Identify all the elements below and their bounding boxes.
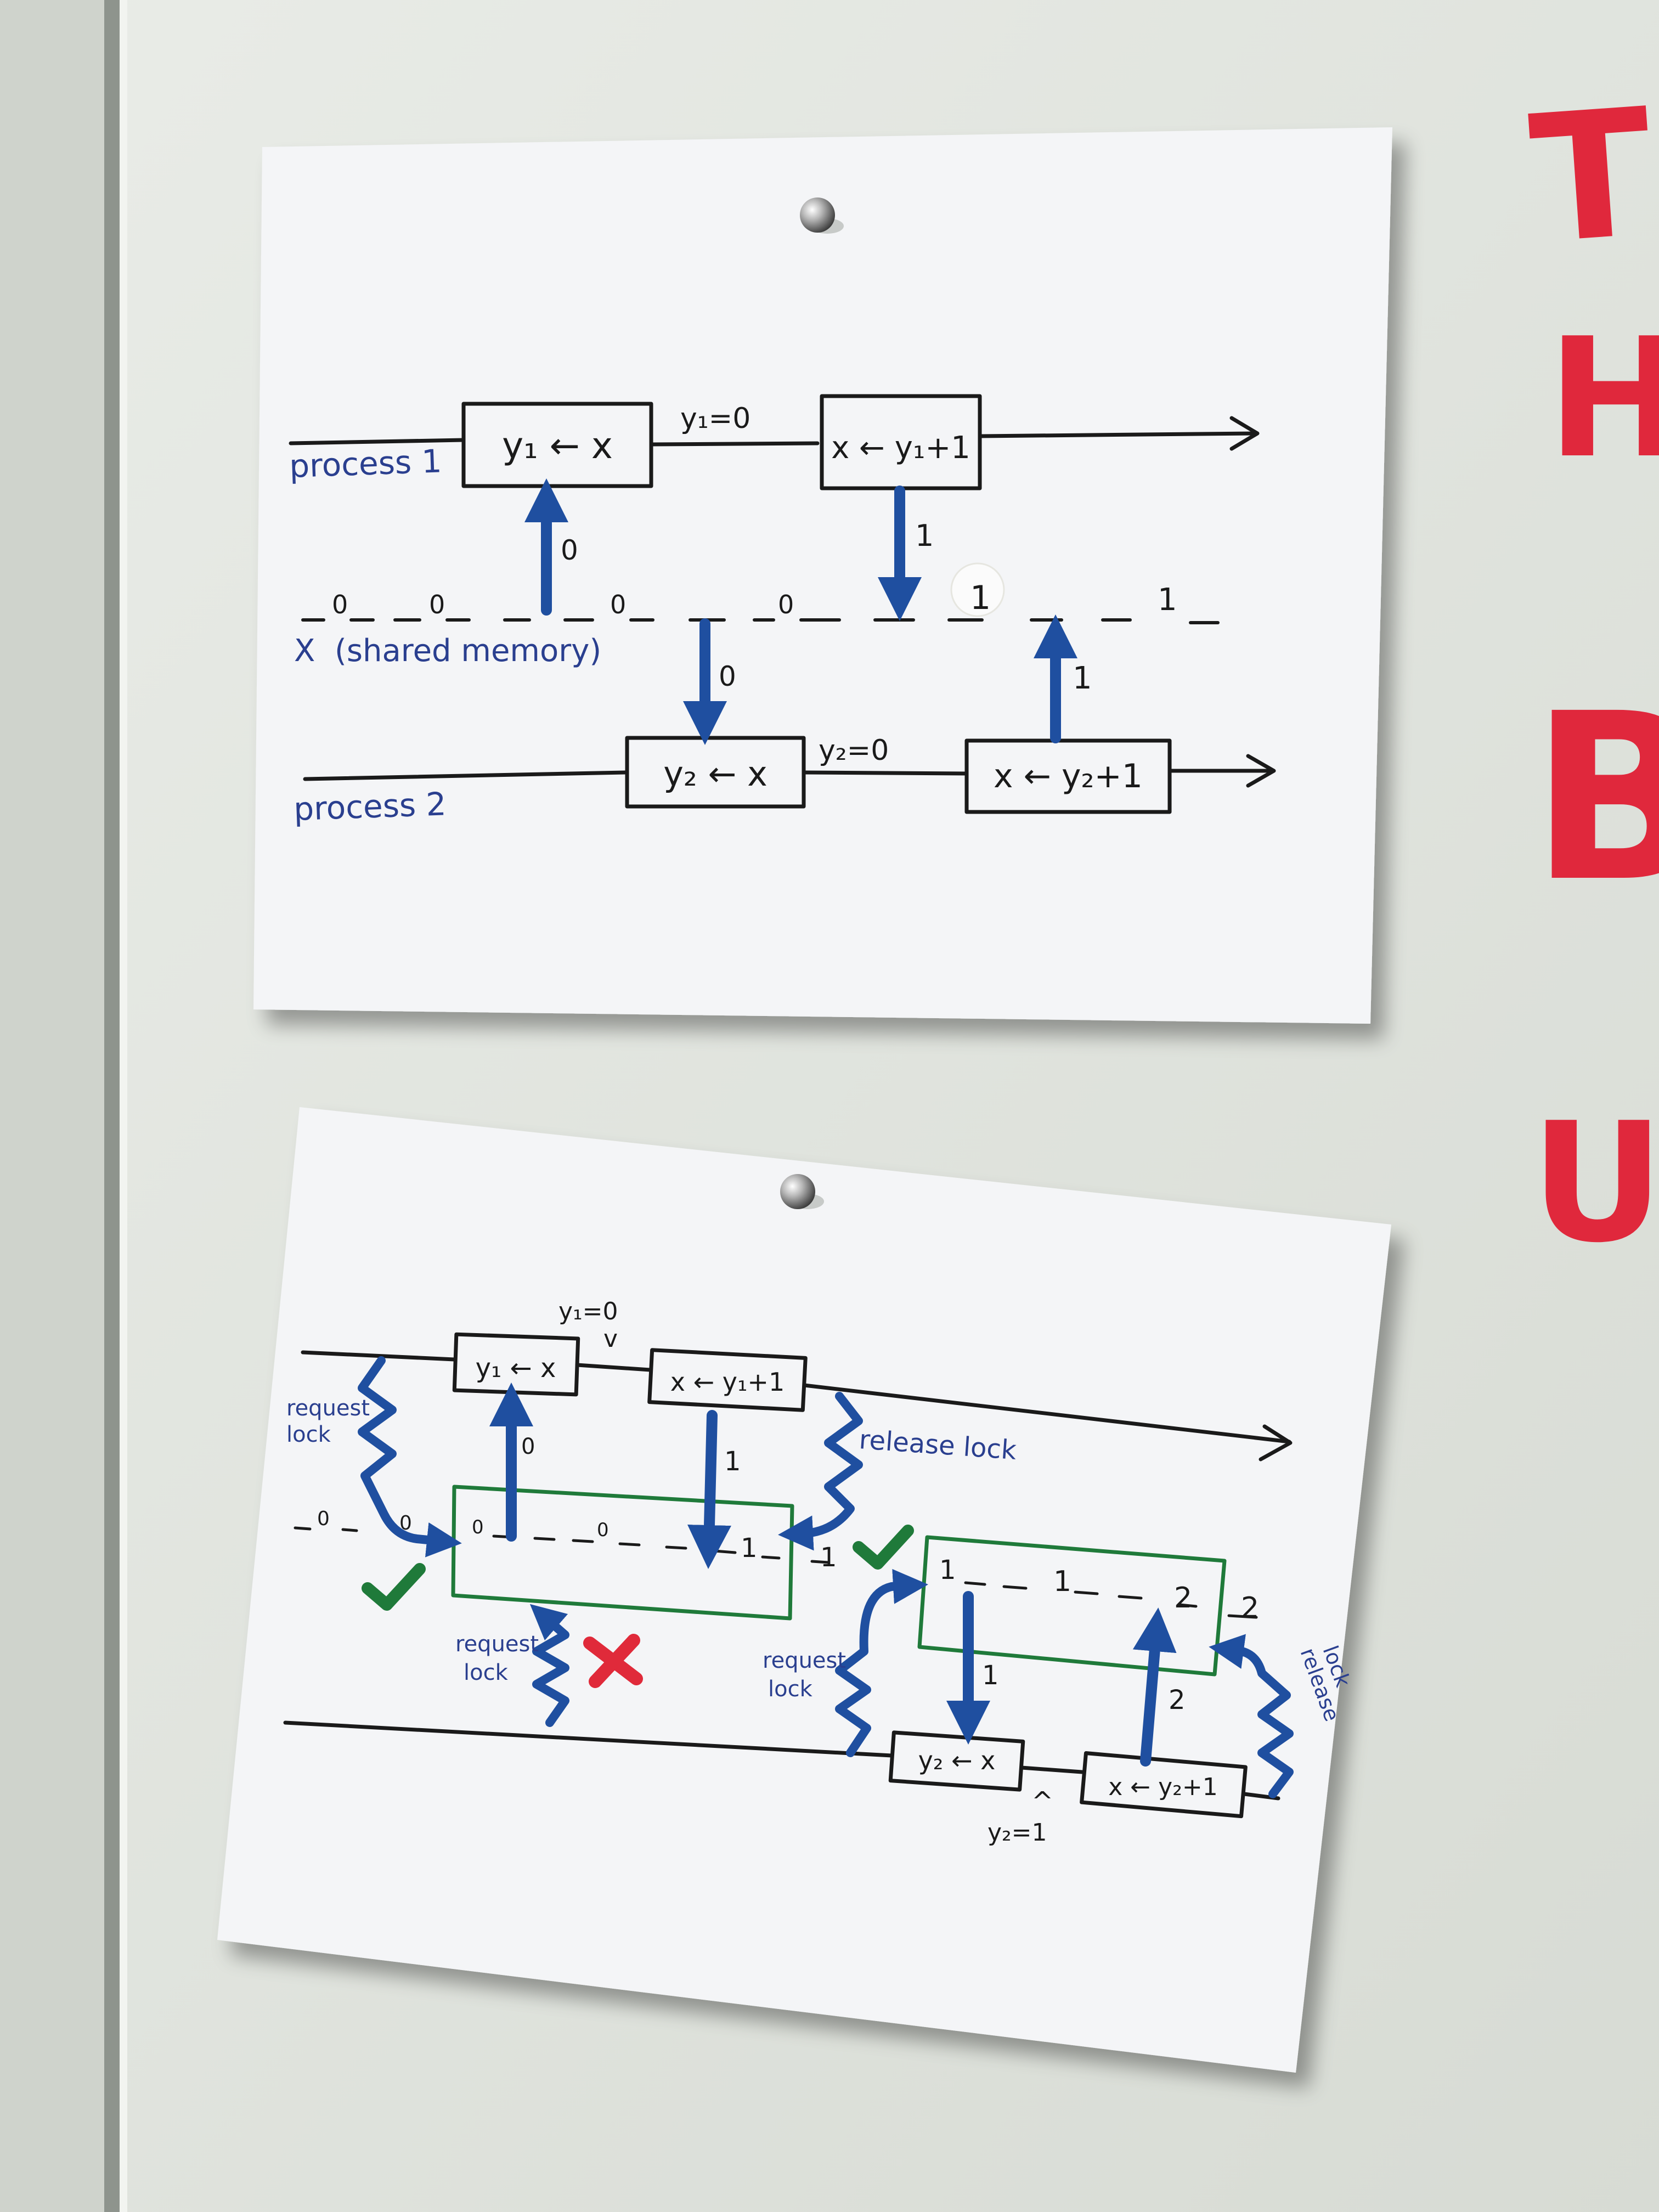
card1-arrow-value-3: 0 — [719, 661, 736, 692]
card2-request-lock-3: request lock — [763, 1648, 853, 1702]
card2-request-lock-squiggle-blocked — [529, 1604, 569, 1727]
card2-arrow-value-4: 2 — [1169, 1685, 1186, 1716]
card1-p2-box2 — [964, 738, 1172, 814]
card2-arrow-value-2: 1 — [724, 1446, 741, 1477]
card2-arrow-write-p1 — [687, 1410, 731, 1569]
card-1-paper — [253, 127, 1392, 1024]
card2-timelines — [283, 1332, 1293, 1819]
card1-mem-value-5: 1 — [970, 579, 991, 617]
card1-process2-label: process 2 — [293, 785, 447, 828]
magnet-pin-2 — [780, 1174, 815, 1209]
card2-arrows — [489, 1383, 1177, 1767]
card1-process2-timeline — [303, 736, 1276, 814]
card2-p1-note: y₁=0 — [558, 1297, 618, 1325]
card1-arrow-value-4: 1 — [1073, 661, 1092, 696]
red-letters-4: Us — [1531, 1087, 1659, 1279]
card2-mem-value-1: 0 — [317, 1508, 330, 1530]
card2-p2-box1-text: y₂ ← x — [918, 1746, 996, 1775]
card-1 — [253, 127, 1392, 1024]
card2-arrow-write-p2 — [1132, 1607, 1177, 1767]
card2-mem-after: 2 — [1241, 1592, 1259, 1624]
card1-mem-value-1: 0 — [332, 590, 348, 619]
card-1-pin — [800, 198, 844, 234]
red-letters-1: Th — [1525, 63, 1659, 283]
red-letters-3: B — [1531, 664, 1659, 933]
card2-request-lock-squiggle-1 — [358, 1356, 462, 1558]
card2-mem-value-5: 1 — [741, 1533, 758, 1564]
card-2-pin — [780, 1174, 824, 1209]
card2-mem-value-8: 2 — [1174, 1582, 1192, 1615]
card2-arrow-value-3: 1 — [982, 1660, 999, 1691]
card2-request-lock-2: request lock — [455, 1632, 546, 1685]
card1-p1-box1-text: y₁ ← x — [502, 425, 613, 467]
card-2-diagram — [283, 1332, 1294, 1819]
card2-mem-between: 1 — [820, 1542, 837, 1573]
card2-mem-value-4: 0 — [597, 1519, 609, 1541]
card1-p1-box2-text: x ← y₁+1 — [831, 430, 970, 466]
card2-p1-box2-text: x ← y₁+1 — [670, 1367, 785, 1397]
card1-memory-label: X (shared memory) — [294, 633, 601, 669]
card2-lock-squiggles — [358, 1356, 1294, 1798]
card1-p2-note: y₂=0 — [819, 734, 889, 767]
card1-p2-box2-text: x ← y₂+1 — [994, 757, 1143, 795]
card1-p2-box1-text: y₂ ← x — [663, 754, 768, 794]
card2-lock-regions — [451, 1485, 1227, 1677]
card1-arrow-value-2: 1 — [915, 518, 934, 553]
red-letters-2: H — [1547, 303, 1659, 494]
card1-mem-value-6: 1 — [1158, 582, 1177, 618]
card1-mem-value-3: 0 — [610, 590, 626, 619]
card2-memory-line — [294, 1526, 1258, 1619]
card-2-paper — [217, 1107, 1391, 2073]
card2-p1-note-mark: v — [603, 1325, 618, 1353]
card1-p1-note: y₁=0 — [680, 402, 751, 435]
card2-blocked-mark — [583, 1634, 643, 1688]
whiteboard-red-writing: Th H B Us — [1525, 63, 1659, 1279]
card2-release-lock-squiggle-1 — [778, 1392, 863, 1551]
check-icon — [362, 1563, 426, 1611]
card2-p2-note-mark: ^ — [1031, 1786, 1053, 1817]
card1-arrow-value-1: 0 — [561, 534, 578, 566]
card2-request-lock-1: request lock — [286, 1396, 377, 1447]
card1-text: process 1 process 2 X (shared memory) y₁… — [289, 402, 1177, 828]
card2-mem-value-3: 0 — [472, 1516, 484, 1538]
card1-arrows — [524, 478, 1077, 745]
card2-mem-value-7: 1 — [1053, 1565, 1071, 1598]
card-1-diagram — [289, 394, 1276, 814]
card1-process1-label: process 1 — [289, 442, 442, 485]
card2-p1-box2 — [647, 1348, 808, 1412]
card1-mem-value-2: 0 — [429, 590, 445, 619]
whiteboard-frame-highlight — [120, 0, 127, 2212]
whiteboard-frame-edge — [104, 0, 120, 2212]
whiteboard-frame-left — [0, 0, 110, 2212]
card2-p2-box2-text: x ← y₂+1 — [1108, 1773, 1217, 1801]
card2-mem-value-6: 1 — [939, 1555, 956, 1585]
card2-lock-region-p1 — [451, 1485, 794, 1621]
check-icon — [853, 1525, 914, 1570]
card1-correction-patch — [950, 562, 1005, 617]
card2-checkmarks — [362, 1525, 914, 1611]
card1-mem-value-4: 0 — [778, 590, 794, 619]
card2-request-lock-squiggle-2 — [835, 1568, 928, 1757]
card2-lock-region-p2 — [917, 1535, 1227, 1677]
card2-p2-box2 — [1080, 1751, 1248, 1819]
card-2 — [217, 1107, 1391, 2073]
card2-release-lock-squiggle-2 — [1209, 1634, 1294, 1798]
card2-mem-value-2: 0 — [399, 1512, 412, 1534]
card2-p2-note: y₂=1 — [988, 1819, 1047, 1847]
magnet-pin-1 — [800, 198, 835, 233]
card2-p1-box1-text: y₁ ← x — [476, 1353, 556, 1384]
card2-arrow-value-1: 0 — [521, 1434, 535, 1459]
